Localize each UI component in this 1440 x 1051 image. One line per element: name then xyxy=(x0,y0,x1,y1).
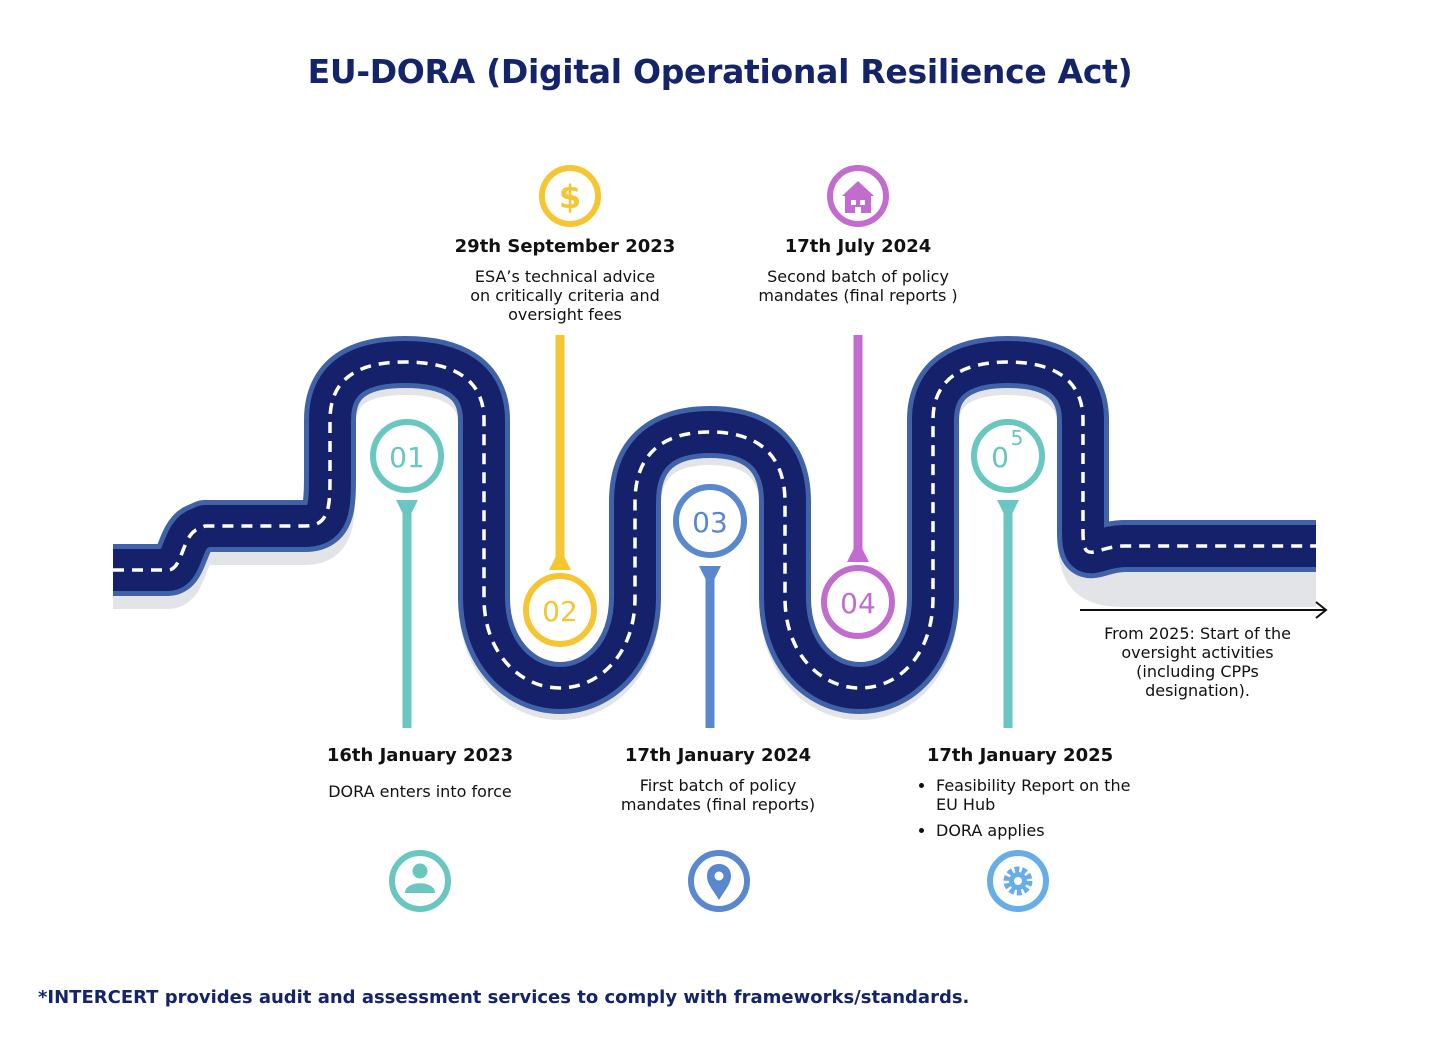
road-lane-markings xyxy=(113,360,1316,690)
milestone-05-number-sup: 5 xyxy=(1011,426,1024,450)
user-icon xyxy=(389,850,451,912)
milestone-05-date: 17th January 2025 xyxy=(926,745,1114,766)
milestone-01-number: 01 xyxy=(389,441,425,474)
oversight-note-line: designation). xyxy=(1145,681,1250,700)
milestone-01-label: 16th January 2023 DORA enters into force xyxy=(295,745,545,801)
milestone-03-description-line: First batch of policy xyxy=(639,776,797,795)
milestone-04-pin: 04 xyxy=(821,335,895,639)
milestone-03-pin: 03 xyxy=(673,484,747,728)
page-title: EU-DORA (Digital Operational Resilience … xyxy=(307,52,1133,91)
milestone-03-label: 17th January 2024 First batch of policy … xyxy=(593,745,843,814)
milestone-02-description-line: oversight fees xyxy=(508,305,622,324)
timeline-arrow xyxy=(1080,601,1328,619)
milestone-05-bullets: Feasibility Report on the EU Hub DORA ap… xyxy=(918,776,1136,840)
milestone-04-number: 04 xyxy=(840,587,876,620)
milestone-01-date: 16th January 2023 xyxy=(326,745,514,766)
oversight-note-line: From 2025: Start of the xyxy=(1104,624,1291,643)
milestone-04-description-line: mandates (final reports ) xyxy=(758,286,958,305)
location-pin-icon xyxy=(688,850,750,912)
milestone-04-description-line: Second batch of policy xyxy=(767,267,949,286)
milestone-01-description: DORA enters into force xyxy=(328,782,512,801)
oversight-note-line: (including CPPs xyxy=(1136,662,1259,681)
house-icon xyxy=(827,165,889,227)
oversight-note: From 2025: Start of the oversight activi… xyxy=(1080,624,1315,700)
milestone-04-date: 17th July 2024 xyxy=(784,236,932,257)
milestone-05-label: 17th January 2025 Feasibility Report on … xyxy=(900,745,1140,847)
milestone-02-date: 29th September 2023 xyxy=(454,236,676,257)
svg-text:$: $ xyxy=(559,178,581,216)
gear-icon xyxy=(987,850,1049,912)
milestone-03-date: 17th January 2024 xyxy=(624,745,812,766)
milestone-01-pin: 01 xyxy=(370,419,444,728)
milestone-05-pin: 0 5 xyxy=(971,419,1045,728)
dollar-icon: $ xyxy=(539,165,601,227)
milestone-02-pin: 02 xyxy=(523,335,597,647)
milestone-05-number: 0 xyxy=(991,441,1009,474)
oversight-note-line: oversight activities xyxy=(1121,643,1274,662)
milestone-02-description-line: on critically criteria and xyxy=(470,286,660,305)
milestone-03-number: 03 xyxy=(692,506,728,539)
milestone-05-bullet: Feasibility Report on the EU Hub xyxy=(936,776,1136,814)
milestone-04-label: 17th July 2024 Second batch of policy ma… xyxy=(733,236,983,305)
milestone-03-description-line: mandates (final reports) xyxy=(620,795,816,814)
milestone-02-number: 02 xyxy=(542,595,578,628)
milestone-02-label: 29th September 2023 ESA’s technical advi… xyxy=(440,236,690,324)
milestone-02-description-line: ESA’s technical advice xyxy=(474,267,656,286)
footer-note: *INTERCERT provides audit and assessment… xyxy=(38,987,970,1008)
milestone-05-bullet: DORA applies xyxy=(936,821,1136,840)
